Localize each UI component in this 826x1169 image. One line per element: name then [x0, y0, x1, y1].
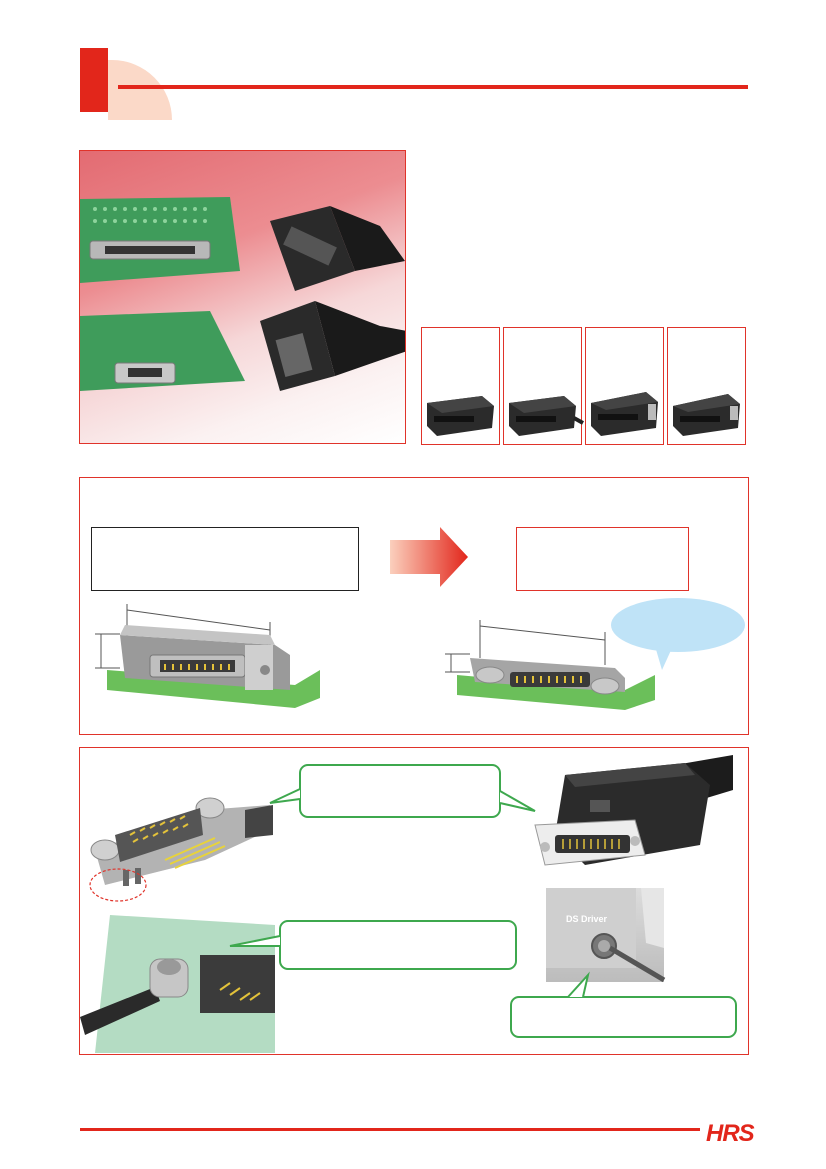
- variant-plug-image: [673, 394, 740, 436]
- product-photo: [79, 150, 406, 444]
- variant-plug-image: [427, 396, 494, 436]
- header-accent-quarter: [108, 60, 172, 120]
- variant-card: [585, 327, 664, 445]
- screwdriver-photo: DS Driver: [546, 888, 666, 983]
- hrs-logo: HRS: [706, 1120, 755, 1147]
- conventional-label-box: [91, 527, 359, 591]
- new-label-box: [516, 527, 689, 591]
- panel-mount-drawing: [80, 915, 275, 1053]
- plug-drawing: [534, 755, 733, 866]
- callout-bubble: [611, 598, 745, 670]
- arrow-right-icon: [390, 527, 468, 587]
- variant-plug-image: [591, 392, 658, 436]
- variant-card: [503, 327, 584, 445]
- conventional-connector-drawing: [95, 604, 320, 708]
- receptacle-drawing: [90, 797, 273, 886]
- footer-rule: [80, 1128, 700, 1131]
- screwdriver-label: DS Driver: [566, 914, 608, 924]
- header-accent-block: [80, 48, 108, 112]
- variant-card: [667, 327, 746, 445]
- variant-card: [421, 327, 500, 445]
- new-connector-drawing: [445, 620, 655, 710]
- callout-top: [269, 764, 536, 818]
- header-rule: [118, 85, 748, 89]
- product-photo-illustration: [80, 197, 405, 391]
- pcb-holes-top: [93, 207, 207, 223]
- variant-plug-image: [509, 396, 584, 436]
- highlight-circle: [89, 868, 147, 902]
- callout-middle: [229, 920, 517, 970]
- callout-bottom: [510, 971, 737, 1038]
- screw-illustration: [546, 888, 666, 983]
